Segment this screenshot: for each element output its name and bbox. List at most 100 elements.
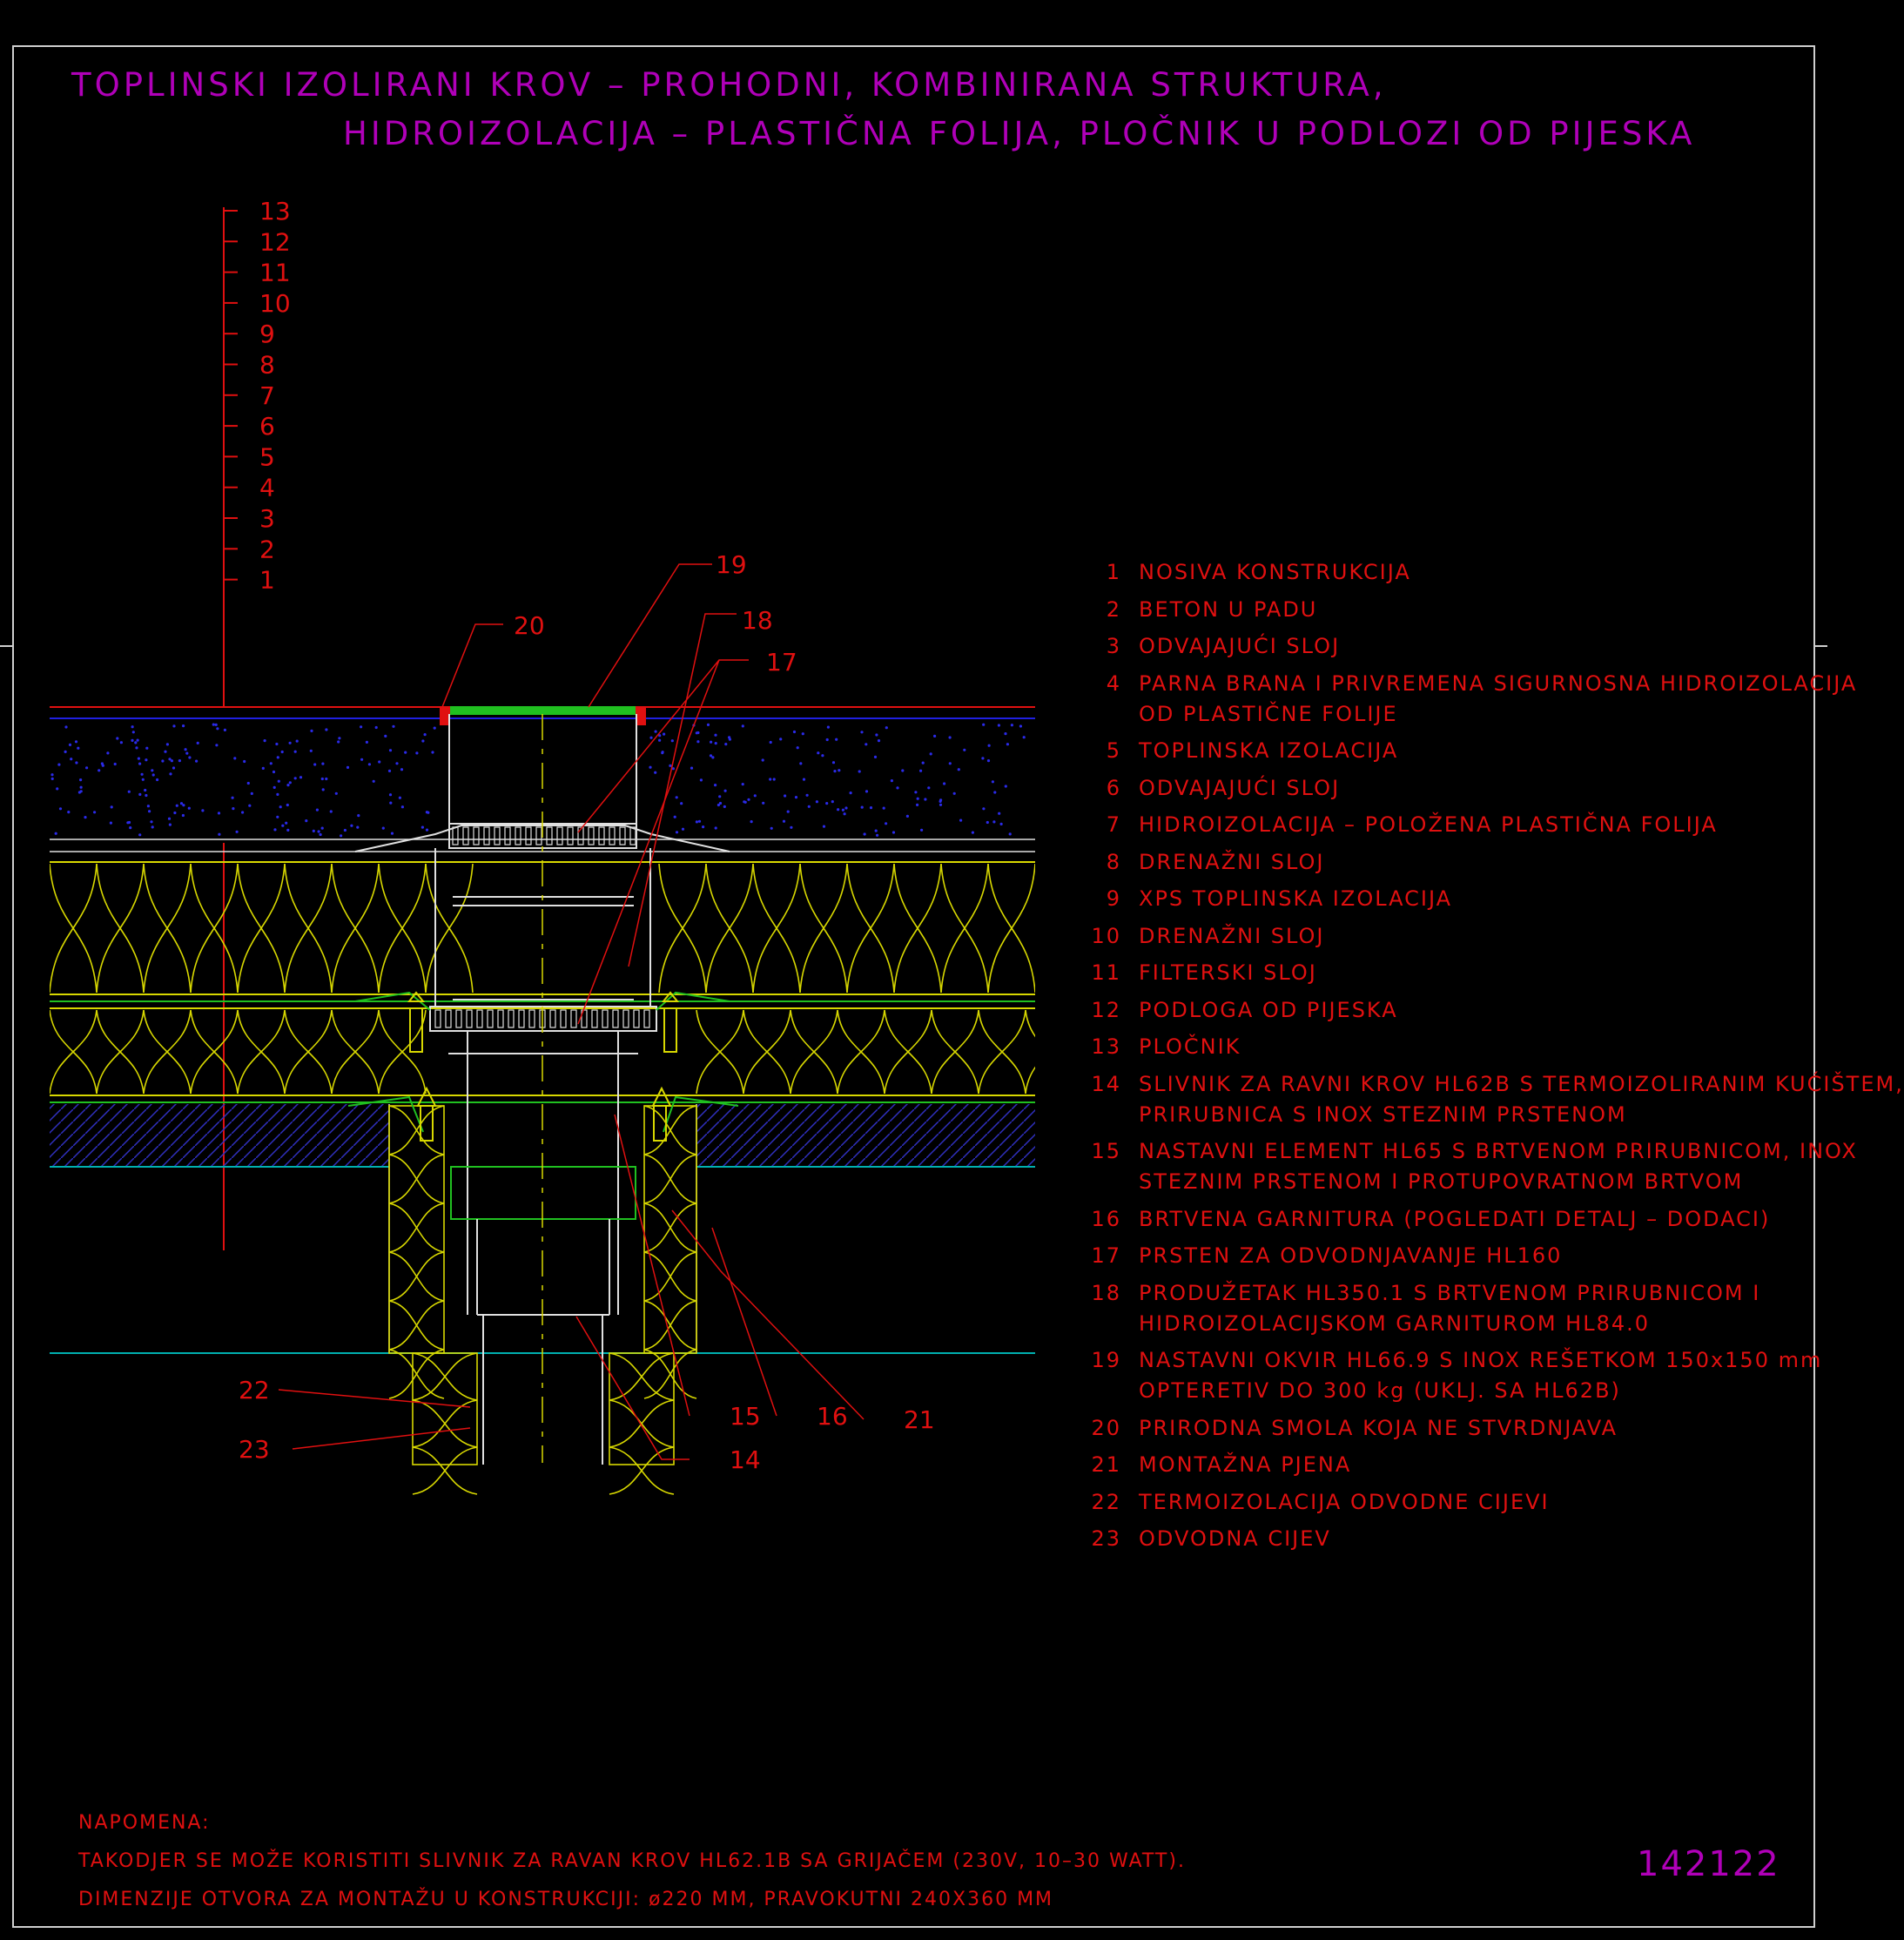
legend-number: 1 (1106, 560, 1121, 584)
note-line-2: DIMENZIJE OTVORA ZA MONTAŽU U KONSTRUKCI… (78, 1889, 1054, 1910)
scale-label: 11 (259, 259, 291, 287)
legend-item: 1 NOSIVA KONSTRUKCIJA (1078, 557, 1809, 588)
legend-text: PRSTEN ZA ODVODNJAVANJE HL160 (1139, 1243, 1563, 1268)
legend-item: 18 PRODUŽETAK HL350.1 S BRTVENOM PRIRUBNI… (1078, 1278, 1809, 1339)
callout-17: 17 (766, 648, 797, 677)
scale-label: 6 (259, 412, 275, 441)
legend-text: XPS TOPLINSKA IZOLACIJA (1139, 886, 1453, 911)
legend-number: 16 (1091, 1206, 1121, 1231)
legend-number: 2 (1106, 596, 1121, 622)
legend-text: BRTVENA GARNITURA (POGLEDATI DETALJ – DO… (1139, 1206, 1771, 1231)
note-heading: NAPOMENA: (78, 1812, 211, 1834)
legend-text: BETON U PADU (1139, 596, 1318, 622)
legend-text-line-2: OD PLASTIČNE FOLIJE (1139, 701, 1398, 726)
legend-text: PODLOGA OD PIJESKA (1139, 997, 1398, 1022)
legend-item: 11 FILTERSKI SLOJ (1078, 958, 1809, 988)
legend-number: 20 (1091, 1415, 1121, 1440)
callout-19: 19 (716, 550, 747, 579)
legend-item: 3 ODVAJAJUĆI SLOJ (1078, 631, 1809, 662)
legend-number: 23 (1091, 1526, 1121, 1551)
scale-label: 13 (259, 197, 291, 226)
legend-item: 21 MONTAŽNA PJENA (1078, 1450, 1809, 1480)
legend-number: 19 (1091, 1348, 1121, 1372)
callout-20: 20 (514, 611, 545, 640)
legend-number: 11 (1091, 960, 1121, 985)
legend-text: PRODUŽETAK HL350.1 S BRTVENOM PRIRUBNICO… (1139, 1280, 1761, 1305)
scale-label: 9 (259, 320, 275, 348)
scale-label: 1 (259, 566, 275, 595)
legend-text: SLIVNIK ZA RAVNI KROV HL62B S TERMOIZOLI… (1139, 1071, 1904, 1096)
legend-number: 13 (1091, 1034, 1121, 1059)
legend-text: ODVAJAJUĆI SLOJ (1139, 775, 1341, 800)
scale-label: 3 (259, 504, 275, 533)
legend-text-line-2: PRIRUBNICA S INOX STEZNIM PRSTENOM (1139, 1101, 1627, 1127)
legend-number: 10 (1091, 923, 1121, 948)
legend-item: 19 NASTAVNI OKVIR HL66.9 S INOX REŠETKOM … (1078, 1345, 1820, 1406)
legend-text: ODVAJAJUĆI SLOJ (1139, 634, 1341, 658)
pipe-insulation (388, 1105, 697, 1495)
legend-number: 9 (1106, 886, 1121, 911)
legend-text: MONTAŽNA PJENA (1139, 1452, 1352, 1477)
legend-number: 14 (1091, 1071, 1121, 1096)
leader-lines (278, 563, 865, 1460)
title-line-1: TOPLINSKI IZOLIRANI KROV – PROHODNI, KOM… (71, 66, 1387, 104)
scale-label: 7 (259, 381, 275, 410)
legend-text: NASTAVNI OKVIR HL66.9 S INOX REŠETKOM 15… (1139, 1348, 1823, 1372)
callout-21: 21 (904, 1405, 935, 1434)
legend-item: 6 ODVAJAJUĆI SLOJ (1078, 773, 1809, 804)
legend-number: 5 (1106, 738, 1121, 763)
legend-item: 16 BRTVENA GARNITURA (POGLEDATI DETALJ – … (1078, 1204, 1809, 1235)
legend-text: FILTERSKI SLOJ (1139, 960, 1317, 985)
legend-text-line-2: OPTERETIV DO 300 kg (UKLJ. SA HL62B) (1139, 1378, 1621, 1403)
scale-label: 5 (259, 442, 275, 471)
scale-label: 8 (259, 351, 275, 380)
legend-text-line-2: STEZNIM PRSTENOM I PROTUPOVRATNOM BRTVOM (1139, 1169, 1744, 1194)
callout-16: 16 (817, 1402, 848, 1431)
legend-text: NOSIVA KONSTRUKCIJA (1139, 560, 1411, 584)
legend-number: 15 (1091, 1139, 1121, 1163)
callout-14: 14 (730, 1445, 761, 1474)
legend-item: 4 PARNA BRANA I PRIVREMENA SIGURNOSNA HID… (1078, 669, 1856, 730)
legend-text: PLOČNIK (1139, 1034, 1241, 1059)
legend-number: 7 (1106, 812, 1121, 837)
legend-item: 20 PRIRODNA SMOLA KOJA NE STVRDNJAVA (1078, 1413, 1809, 1444)
legend-number: 6 (1106, 775, 1121, 800)
scale-label: 4 (259, 474, 275, 502)
legend-item: 23 ODVODNA CIJEV (1078, 1524, 1809, 1554)
legend-text: PARNA BRANA I PRIVREMENA SIGURNOSNA HIDR… (1139, 670, 1858, 696)
legend-number: 18 (1091, 1280, 1121, 1305)
callout-23: 23 (239, 1435, 270, 1464)
legend-text: PRIRODNA SMOLA KOJA NE STVRDNJAVA (1139, 1415, 1618, 1440)
legend-item: 13 PLOČNIK (1078, 1032, 1809, 1062)
legend-item: 10 DRENAŽNI SLOJ (1078, 921, 1809, 952)
legend-text: NASTAVNI ELEMENT HL65 S BRTVENOM PRIRUBN… (1139, 1139, 1858, 1163)
legend-text: TERMOIZOLACIJA ODVODNE CIJEVI (1139, 1489, 1550, 1514)
legend-text-line-2: HIDROIZOLACIJSKOM GARNITUROM HL84.0 (1139, 1310, 1651, 1336)
legend-number: 8 (1106, 849, 1121, 874)
legend-item: 15 NASTAVNI ELEMENT HL65 S BRTVENOM PRIRU… (1078, 1136, 1855, 1197)
note-line-1: TAKODJER SE MOŽE KORISTITI SLIVNIK ZA RA… (78, 1850, 1186, 1872)
legend-text: DRENAŽNI SLOJ (1139, 849, 1325, 874)
drawing-code: 142122 (1637, 1844, 1780, 1884)
legend-text: DRENAŽNI SLOJ (1139, 923, 1325, 948)
callout-15: 15 (730, 1402, 761, 1431)
legend-number: 3 (1106, 634, 1121, 658)
callout-22: 22 (239, 1376, 270, 1404)
scale-label: 2 (259, 535, 275, 563)
scale-label: 10 (259, 289, 291, 318)
legend-item: 9 XPS TOPLINSKA IZOLACIJA (1078, 884, 1809, 914)
legend-number: 4 (1106, 670, 1121, 696)
legend-text: ODVODNA CIJEV (1139, 1526, 1331, 1551)
legend-number: 21 (1091, 1452, 1121, 1477)
legend-item: 14 SLIVNIK ZA RAVNI KROV HL62B S TERMOIZO… (1078, 1069, 1901, 1130)
legend-item: 2 BETON U PADU (1078, 595, 1809, 625)
callout-labels: 19 20 18 17 22 23 15 16 21 14 (239, 550, 935, 1474)
scale-label: 12 (259, 227, 291, 256)
callout-18: 18 (742, 606, 773, 635)
